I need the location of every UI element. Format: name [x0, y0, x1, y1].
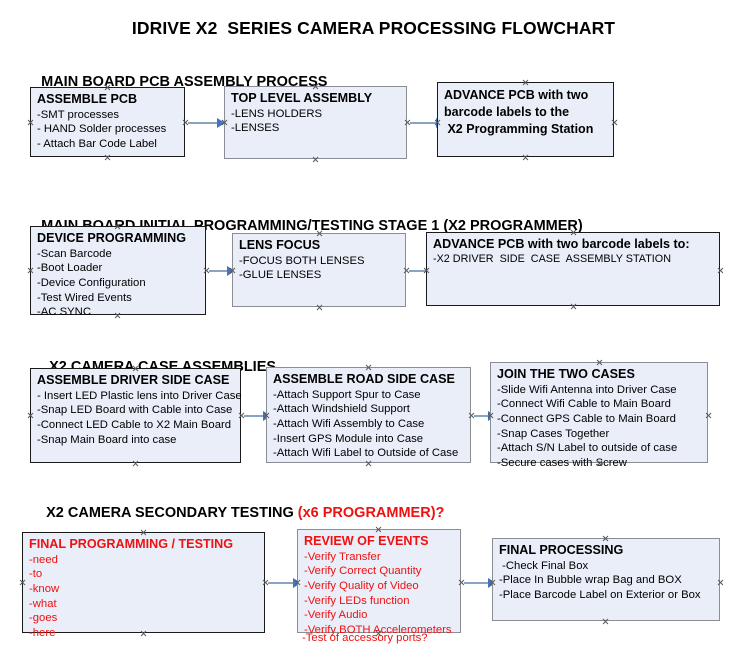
node-line: -Verify BOTH Accelerometers — [304, 623, 452, 636]
node-assemble-driver-side-case[interactable]: ASSEMBLE DRIVER SIDE CASE - Insert LED P… — [30, 368, 242, 463]
section-heading-accent: (x6 PROGRAMMER)? — [297, 505, 445, 521]
connector-arrow — [188, 118, 225, 128]
node-line: -Snap Main Board into case — [37, 433, 177, 446]
node-line: -Insert GPS Module into Case — [273, 432, 424, 445]
node-line: -SMT processes — [37, 108, 120, 121]
node-body: - Insert LED Plastic lens into Driver Ca… — [37, 389, 242, 447]
node-line: -Device Configuration — [37, 276, 146, 289]
node-title: ASSEMBLE ROAD SIDE CASE — [273, 372, 455, 386]
node-line: -Slide Wifi Antenna into Driver Case — [497, 383, 677, 396]
node-title: ADVANCE PCB with two barcode labels to: — [433, 237, 690, 251]
page-title: IDRIVE X2 SERIES CAMERA PROCESSING FLOWC… — [131, 18, 616, 38]
node-body: -X2 DRIVER SIDE CASE ASSEMBLY STATION — [433, 253, 714, 267]
node-title: ASSEMBLE PCB — [37, 92, 138, 106]
node-line: -need — [29, 553, 58, 566]
node-line: -goes — [29, 612, 58, 625]
node-line: - Attach Bar Code Label — [37, 137, 157, 150]
node-line: - HAND Solder processes — [37, 123, 167, 136]
node-line: -Snap Cases Together — [497, 427, 610, 440]
node-overflow-line: -Test of accessory ports? — [302, 632, 428, 644]
node-line: -Attach Windshield Support — [273, 403, 410, 416]
node-line: -Connect LED Cable to X2 Main Board — [37, 418, 232, 431]
section-heading-text: X2 CAMERA SECONDARY TESTING — [46, 505, 298, 521]
node-final-programming-testing[interactable]: FINAL PROGRAMMING / TESTING -need -to -k… — [22, 532, 265, 639]
node-line: -Connect GPS Cable to Main Board — [497, 412, 676, 425]
node-title: JOIN THE TWO CASES — [497, 367, 635, 381]
node-line: -Verify LEDs function — [304, 594, 410, 607]
node-body: -Scan Barcode -Boot Loader -Device Confi… — [37, 247, 200, 320]
node-line: -Attach S/N Label to outside of case — [497, 442, 678, 455]
node-title: LENS FOCUS — [239, 238, 321, 252]
node-line: - Insert LED Plastic lens into Driver Ca… — [37, 389, 242, 402]
node-line: -what — [29, 597, 57, 610]
node-line: -Secure cases with Screw — [497, 456, 627, 469]
node-title: DEVICE PROGRAMMING — [37, 231, 187, 245]
node-title: ASSEMBLE DRIVER SIDE CASE — [37, 373, 230, 387]
node-body: -FOCUS BOTH LENSES -GLUE LENSES — [239, 254, 400, 283]
node-line: X2 Programming Station — [444, 122, 594, 136]
node-line: -Attach Support Spur to Case — [273, 388, 421, 401]
node-line: -Boot Loader — [37, 262, 103, 275]
node-line: -FOCUS BOTH LENSES — [239, 254, 365, 267]
node-body: -need -to -know -what -goes -here — [29, 553, 259, 640]
node-line: -AC SYNC — [37, 306, 91, 319]
node-line: -here — [29, 626, 56, 639]
node-lens-focus[interactable]: LENS FOCUS -FOCUS BOTH LENSES -GLUE LENS… — [232, 233, 406, 307]
node-body: -Attach Support Spur to Case -Attach Win… — [273, 388, 465, 461]
node-review-of-events[interactable]: REVIEW OF EVENTS -Verify Transfer -Verif… — [297, 529, 461, 636]
node-device-programming[interactable]: DEVICE PROGRAMMING -Scan Barcode -Boot L… — [30, 226, 206, 318]
node-line: -X2 DRIVER SIDE CASE ASSEMBLY STATION — [433, 252, 671, 265]
node-line: -GLUE LENSES — [239, 269, 322, 282]
node-line: -Place In Bubble wrap Bag and BOX — [499, 574, 682, 587]
node-line: -Verify Audio — [304, 609, 368, 622]
node-title: FINAL PROGRAMMING / TESTING — [29, 537, 234, 551]
node-line: -Attach Wifi Assembly to Case — [273, 417, 425, 430]
node-advance-pcb-to-programming-station[interactable]: ADVANCE PCB with two barcode labels to t… — [437, 82, 614, 157]
node-advance-pcb-to-driver-side-case[interactable]: ADVANCE PCB with two barcode labels to: … — [426, 232, 720, 306]
node-line: -Snap LED Board with Cable into Case — [37, 404, 233, 417]
node-body: -Verify Transfer -Verify Correct Quantit… — [304, 550, 455, 637]
node-final-processing[interactable]: FINAL PROCESSING -Check Final Box -Place… — [492, 538, 720, 621]
node-line: -LENS HOLDERS — [231, 107, 323, 120]
node-line: -Check Final Box — [499, 559, 589, 572]
node-top-level-assembly[interactable]: TOP LEVEL ASSEMBLY -LENS HOLDERS -LENSES — [224, 86, 407, 159]
node-line: -Verify Correct Quantity — [304, 565, 422, 578]
node-title: TOP LEVEL ASSEMBLY — [231, 91, 373, 105]
node-title: FINAL PROCESSING — [499, 543, 624, 557]
node-line: -Verify Quality of Video — [304, 579, 419, 592]
node-line: -Place Barcode Label on Exterior or Box — [499, 588, 701, 601]
node-line: barcode labels to the — [444, 105, 570, 119]
node-body: -Slide Wifi Antenna into Driver Case -Co… — [497, 383, 702, 470]
node-assemble-pcb[interactable]: ASSEMBLE PCB -SMT processes - HAND Solde… — [30, 87, 185, 157]
section-heading-x2-camera-secondary-testing: X2 CAMERA SECONDARY TESTING (x6 PROGRAMM… — [30, 489, 444, 537]
node-line: -LENSES — [231, 122, 280, 135]
node-title: REVIEW OF EVENTS — [304, 534, 429, 548]
node-line: -to — [29, 568, 43, 581]
node-line: ADVANCE PCB with two — [444, 88, 589, 102]
node-body: ADVANCE PCB with two barcode labels to t… — [444, 87, 608, 138]
node-line: -know — [29, 582, 60, 595]
node-line: -Attach Wifi Label to Outside of Case — [273, 447, 459, 460]
node-line: -Connect Wifi Cable to Main Board — [497, 398, 671, 411]
node-line: -Verify Transfer — [304, 550, 381, 563]
node-body: -Check Final Box -Place In Bubble wrap B… — [499, 559, 714, 603]
node-line: -Scan Barcode — [37, 247, 112, 260]
node-body: -SMT processes - HAND Solder processes -… — [37, 108, 179, 152]
node-line: -Test Wired Events — [37, 291, 132, 304]
node-body: -LENS HOLDERS -LENSES — [231, 107, 401, 136]
node-join-the-two-cases[interactable]: JOIN THE TWO CASES -Slide Wifi Antenna i… — [490, 362, 708, 469]
node-assemble-road-side-case[interactable]: ASSEMBLE ROAD SIDE CASE -Attach Support … — [266, 367, 471, 463]
